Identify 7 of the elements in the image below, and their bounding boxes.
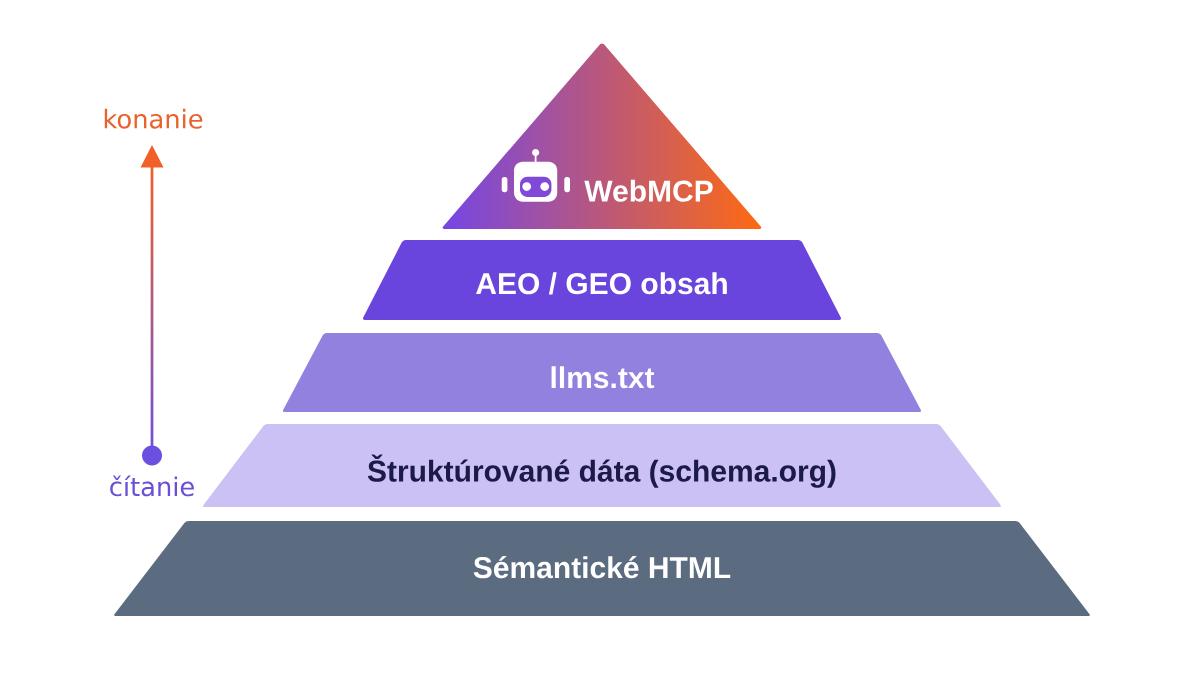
pyramid-apex: WebMCP bbox=[584, 179, 713, 202]
pyramid-layer: Štruktúrované dáta (schema.org) bbox=[203, 424, 1001, 507]
pyramid-layer: llms.txt bbox=[283, 333, 922, 412]
axis-label: konanie bbox=[104, 108, 203, 129]
axis-label: čítanie bbox=[110, 475, 194, 497]
pyramid-layer: AEO / GEO obsah bbox=[362, 240, 842, 320]
pyramid-layer: Sémantické HTML bbox=[114, 521, 1090, 616]
